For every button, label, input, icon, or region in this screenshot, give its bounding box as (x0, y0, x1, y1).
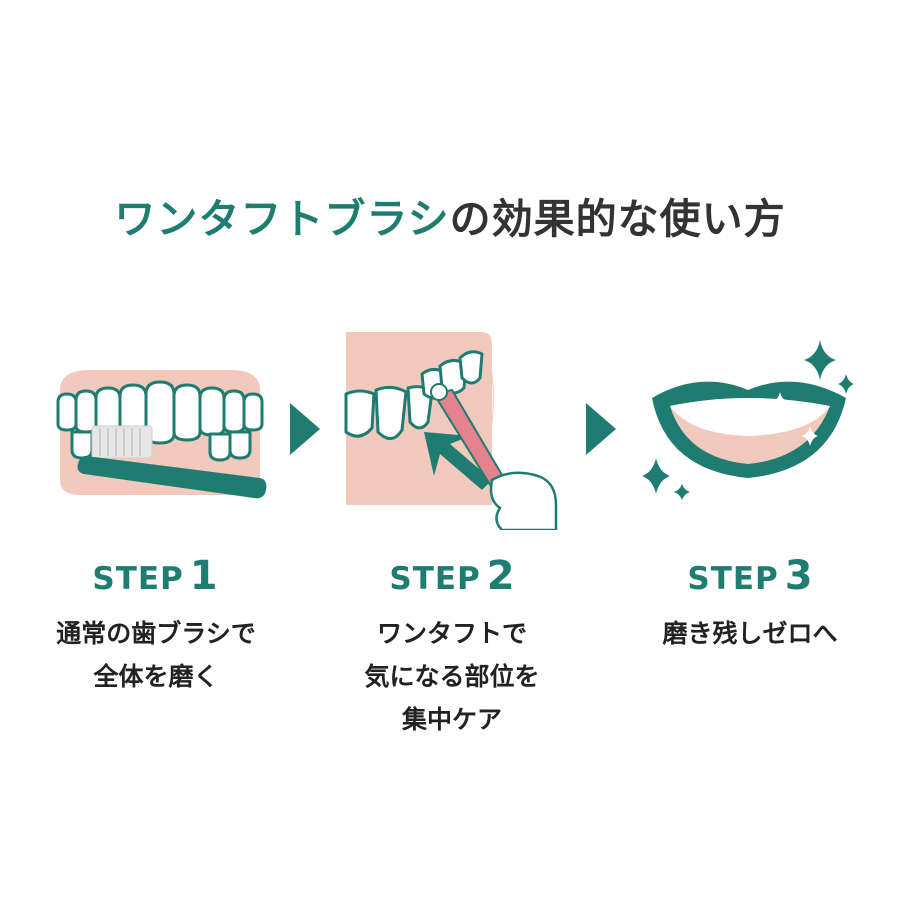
description-line: 全体を磨く (93, 662, 219, 691)
step-number: 1 (189, 553, 218, 599)
description-line: ワンタフトで (376, 619, 527, 648)
lower-teeth (70, 430, 252, 462)
description-line: 気になる部位を (364, 662, 540, 691)
smile-teeth (670, 398, 830, 436)
chevron-right-icon (586, 403, 616, 455)
teeth-row (344, 350, 484, 440)
onetuft-brush-illustration (344, 331, 558, 530)
step-word: STEP (687, 561, 779, 597)
chevron-right-icon (290, 403, 320, 455)
description-line: 通常の歯ブラシで (56, 619, 256, 648)
sparkle-icon (772, 392, 818, 446)
step-word: STEP (92, 561, 184, 597)
step-word: STEP (389, 561, 481, 597)
onetuft-tip (430, 383, 448, 401)
title-rest: の効果的な使い方 (449, 195, 786, 243)
title-accent: ワンタフトブラシ (114, 195, 450, 243)
step-2-description: ワンタフトで 気になる部位を 集中ケア (302, 612, 602, 741)
direction-arrow (424, 432, 492, 490)
description-line: 集中ケア (401, 705, 502, 734)
step-number: 3 (784, 553, 813, 599)
sparkle-icon (642, 340, 854, 500)
brush-handle (77, 456, 267, 499)
teeth-brushing-illustration (56, 370, 267, 499)
bristle-lines (99, 428, 141, 456)
brush-bristles (91, 425, 153, 459)
step-number: 2 (486, 553, 515, 599)
hand-shape (489, 471, 558, 530)
description-line: 磨き残しゼロへ (662, 619, 838, 648)
clean-smile-illustration (642, 340, 854, 500)
page-title: ワンタフトブラシの効果的な使い方 (0, 185, 900, 245)
step-3-description: 磨き残しゼロへ (600, 612, 900, 655)
step-1-description: 通常の歯ブラシで 全体を磨く (6, 612, 306, 698)
